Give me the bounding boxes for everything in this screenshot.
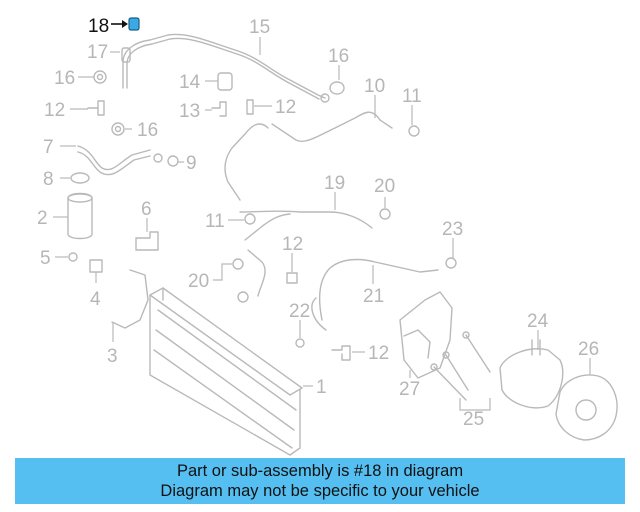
callout-13[interactable]: 13	[179, 101, 200, 122]
parts-diagram: 18	[37, 16, 618, 456]
callout-16[interactable]: 16	[137, 120, 158, 141]
callout-number: 18	[88, 16, 109, 37]
callout-26[interactable]: 26	[578, 339, 599, 360]
callout-27[interactable]: 27	[399, 379, 420, 400]
callout-leaders	[53, 37, 591, 411]
banner-line-part: Part or sub-assembly is #18 in diagram	[176, 462, 464, 480]
callout-8[interactable]: 8	[43, 169, 54, 190]
callout-11[interactable]: 11	[205, 211, 225, 232]
callout-16[interactable]: 16	[328, 46, 349, 67]
callout-12[interactable]: 12	[275, 97, 296, 118]
part-linework	[67, 33, 618, 456]
callout-20[interactable]: 20	[188, 271, 209, 292]
callout-3[interactable]: 3	[107, 346, 118, 367]
callout-18[interactable]: 18	[88, 16, 140, 37]
callout-21[interactable]: 21	[363, 286, 384, 307]
banner-line-disclaimer: Diagram may not be specific to your vehi…	[160, 482, 480, 500]
callout-19[interactable]: 19	[324, 173, 345, 194]
callout-2[interactable]: 2	[37, 208, 48, 229]
callout-15[interactable]: 15	[249, 17, 270, 38]
callout-6[interactable]: 6	[141, 199, 152, 220]
callout-12[interactable]: 12	[368, 343, 389, 364]
callout-16[interactable]: 16	[54, 68, 75, 89]
callout-17[interactable]: 17	[87, 42, 108, 63]
callout-23[interactable]: 23	[442, 219, 463, 240]
callout-12[interactable]: 12	[282, 234, 303, 255]
callout-14[interactable]: 14	[179, 72, 201, 93]
callout-numbers: 15 17 16 16 16 14 10 11 12 13 12 7 9 8 1…	[37, 17, 599, 430]
callout-4[interactable]: 4	[90, 289, 101, 310]
callout-24[interactable]: 24	[527, 311, 549, 332]
callout-12[interactable]: 12	[44, 100, 65, 121]
callout-1[interactable]: 1	[316, 377, 327, 398]
info-banner: Part or sub-assembly is #18 in diagram D…	[15, 458, 625, 504]
callout-25[interactable]: 25	[463, 409, 484, 430]
callout-10[interactable]: 10	[364, 76, 385, 97]
cap-part-18-icon[interactable]	[128, 17, 140, 31]
callout-9[interactable]: 9	[186, 153, 197, 174]
callout-22[interactable]: 22	[289, 301, 310, 322]
arrowhead	[122, 20, 128, 28]
callout-11[interactable]: 11	[402, 86, 422, 107]
callout-5[interactable]: 5	[40, 248, 51, 269]
callout-20[interactable]: 20	[374, 176, 395, 197]
callout-7[interactable]: 7	[43, 137, 54, 158]
